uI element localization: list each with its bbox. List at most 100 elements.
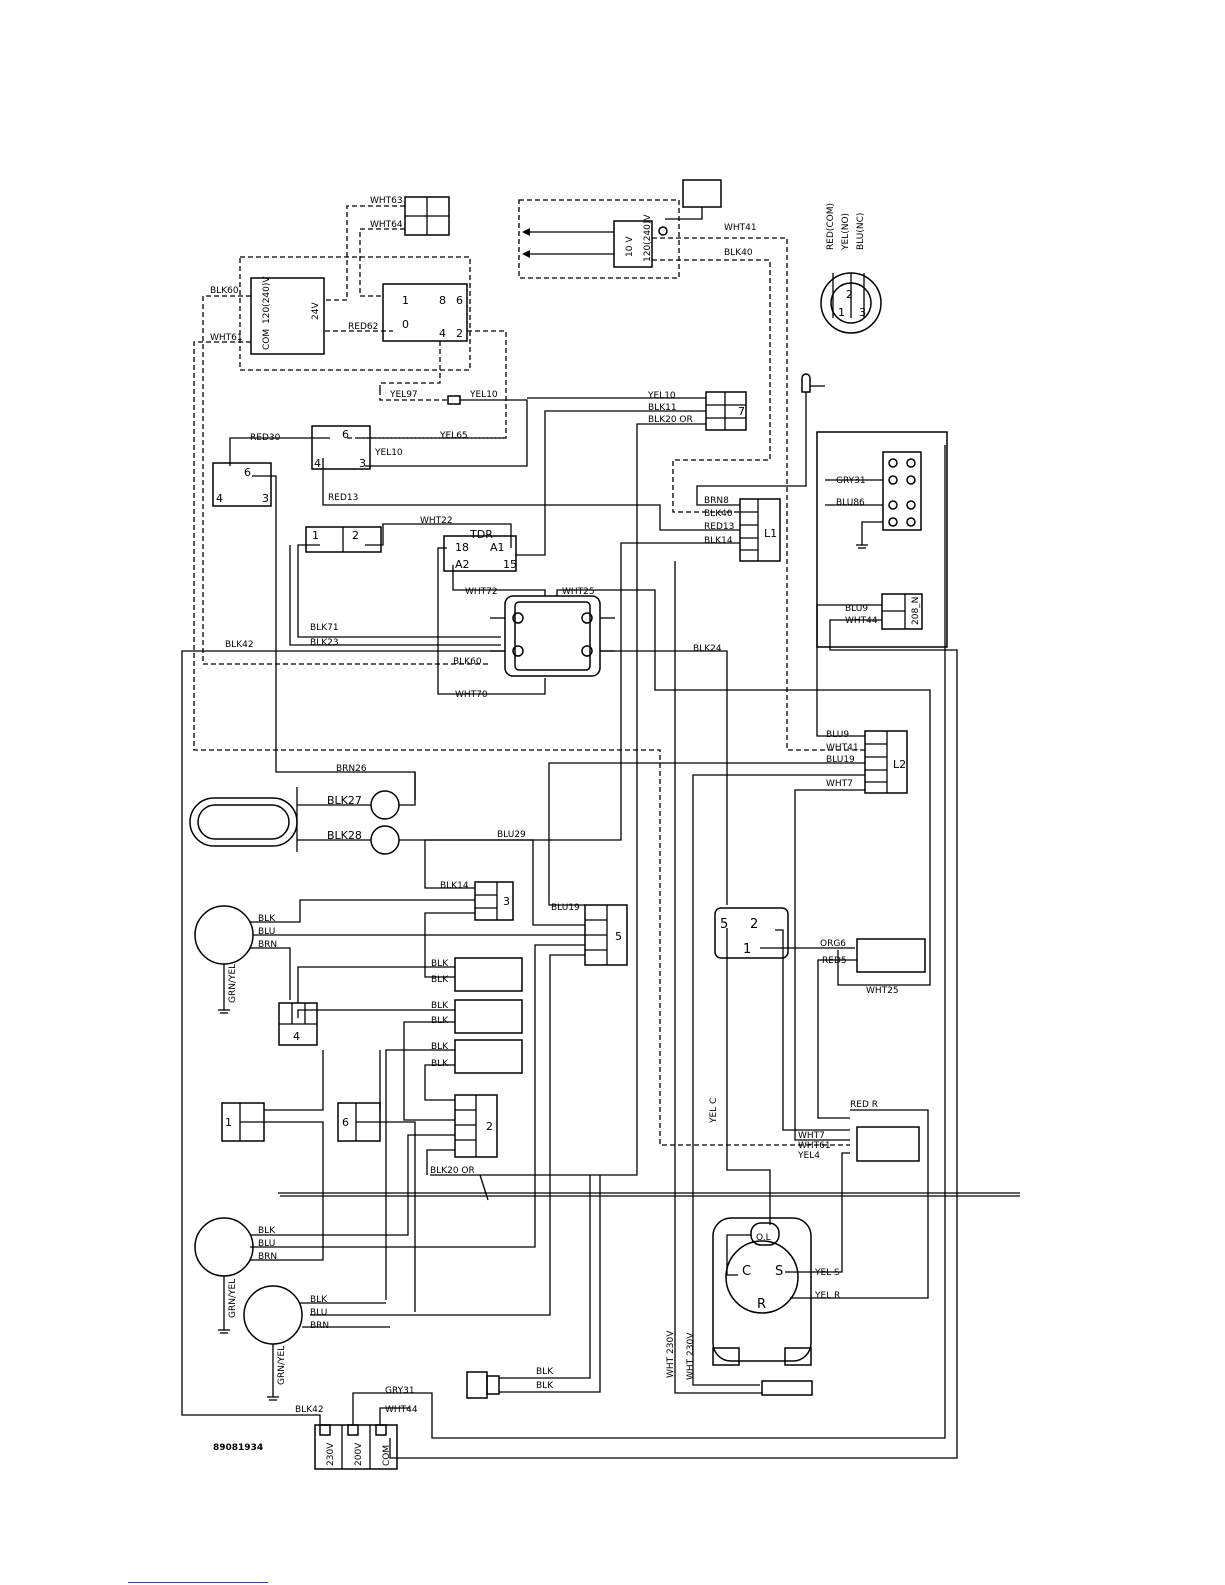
svg-text:3: 3 <box>859 306 866 319</box>
svg-text:1: 1 <box>743 942 751 957</box>
svg-text:BLK: BLK <box>431 959 449 969</box>
svg-text:18: 18 <box>455 541 469 554</box>
svg-text:BLK28: BLK28 <box>327 829 362 842</box>
svg-text:5: 5 <box>615 930 622 943</box>
svg-text:BLK: BLK <box>431 1042 449 1052</box>
svg-text:10 V: 10 V <box>625 236 635 257</box>
svg-text:BLK: BLK <box>431 975 449 985</box>
svg-text:WHT44: WHT44 <box>385 1405 418 1415</box>
svg-text:YEL R: YEL R <box>814 1291 840 1301</box>
svg-text:2: 2 <box>352 529 359 542</box>
svg-text:BLK11: BLK11 <box>648 403 677 413</box>
svg-text:BRN: BRN <box>258 1252 277 1262</box>
svg-text:YEL97: YEL97 <box>389 390 418 400</box>
start-capacitor: RED R WHT7 WHT61 YEL4 <box>785 1100 929 1299</box>
svg-text:BLK24: BLK24 <box>693 644 722 654</box>
svg-text:COM: COM <box>262 329 272 350</box>
svg-text:BLK60: BLK60 <box>453 657 482 667</box>
connector-3: 3 BLK14 <box>440 881 514 921</box>
connector-1: 1 <box>221 1050 324 1261</box>
svg-text:6: 6 <box>456 294 463 307</box>
svg-text:6: 6 <box>342 1116 349 1129</box>
svg-text:L1: L1 <box>764 527 777 540</box>
svg-text:1: 1 <box>402 294 409 307</box>
svg-text:BRN: BRN <box>258 940 277 950</box>
svg-text:BLK60: BLK60 <box>210 286 239 296</box>
svg-text:L2: L2 <box>893 758 906 771</box>
svg-text:BLU86: BLU86 <box>836 498 865 508</box>
svg-text:WHT61: WHT61 <box>798 1141 831 1151</box>
footer-link-underline[interactable] <box>128 1582 268 1583</box>
svg-text:YEL10: YEL10 <box>647 391 676 401</box>
transformer-plug <box>682 179 722 208</box>
svg-text:0: 0 <box>402 318 409 331</box>
transformer: 10 V 120(240)V <box>518 179 722 279</box>
svg-text:ORG6: ORG6 <box>820 939 846 949</box>
svg-text:3: 3 <box>359 457 366 470</box>
svg-text:120(240)V: 120(240)V <box>643 214 653 262</box>
svg-text:24V: 24V <box>311 302 321 320</box>
svg-text:1: 1 <box>225 1116 232 1129</box>
svg-text:BLK42: BLK42 <box>295 1405 324 1415</box>
svg-text:5: 5 <box>720 917 728 932</box>
svg-text:BLK14: BLK14 <box>704 536 733 546</box>
svg-text:2: 2 <box>846 288 853 301</box>
terminal-l2: L2 BLU9 WHT41 BLU19 WHT7 <box>826 730 908 794</box>
terminal-1-2: 1 2 <box>305 526 382 553</box>
connector-2: 2 BLK20 OR <box>250 1094 498 1236</box>
svg-text:WHT 230V: WHT 230V <box>686 1332 696 1380</box>
svg-text:BLK: BLK <box>258 914 276 924</box>
svg-text:1: 1 <box>838 306 845 319</box>
svg-text:WHT 230V: WHT 230V <box>666 1330 676 1378</box>
diagram-id: 89081934 <box>213 1443 263 1453</box>
svg-text:GRN/YEL: GRN/YEL <box>277 1346 287 1385</box>
svg-text:BLU: BLU <box>258 1239 275 1249</box>
svg-text:BLK23: BLK23 <box>310 638 339 648</box>
svg-text:WHT7: WHT7 <box>826 779 853 789</box>
svg-text:YEL C: YEL C <box>709 1098 719 1124</box>
svg-text:BLK: BLK <box>431 1001 449 1011</box>
svg-text:BLK27: BLK27 <box>327 794 362 807</box>
terminal-l1: L1 BRN8 BLK40 RED13 BLK14 <box>704 496 781 562</box>
svg-text:BLU: BLU <box>310 1308 327 1318</box>
svg-text:BLU9: BLU9 <box>845 604 868 614</box>
svg-text:WHT72: WHT72 <box>465 587 498 597</box>
svg-text:BLK: BLK <box>536 1367 554 1377</box>
fan-motor-1: BLK BLU BRN GRN/YEL <box>194 899 585 1014</box>
svg-text:WHT63: WHT63 <box>370 196 403 206</box>
terminal-panel: GRY31 BLU86 208_N BLU9 WHT44 <box>816 431 948 648</box>
connector-6: 6 <box>337 1050 416 1312</box>
svg-text:BLK: BLK <box>431 1059 449 1069</box>
connector-4: 4 <box>278 966 455 1046</box>
svg-text:15: 15 <box>503 558 517 571</box>
svg-text:GRY31: GRY31 <box>836 476 866 486</box>
svg-text:YEL(NO): YEL(NO) <box>841 213 851 251</box>
sensor-bulb <box>696 373 825 506</box>
svg-text:208_N: 208_N <box>911 597 921 625</box>
svg-text:A2: A2 <box>455 558 470 571</box>
svg-text:RED(COM): RED(COM) <box>826 203 836 250</box>
svg-text:RED R: RED R <box>850 1100 878 1110</box>
svg-text:8: 8 <box>439 294 446 307</box>
svg-text:R: R <box>757 1297 766 1312</box>
svg-text:WHT41: WHT41 <box>724 223 757 233</box>
svg-text:YEL S: YEL S <box>814 1268 840 1278</box>
overload-switch: 5 2 1 ORG6 YEL C <box>709 907 855 1225</box>
svg-text:GRN/YEL: GRN/YEL <box>228 964 238 1003</box>
svg-text:BLK20 OR: BLK20 OR <box>648 415 693 425</box>
compressor: O.L C S R YEL S YEL R <box>712 1217 840 1366</box>
svg-text:RED13: RED13 <box>328 493 358 503</box>
svg-text:BLK40: BLK40 <box>724 248 753 258</box>
svg-text:BRN: BRN <box>310 1321 329 1331</box>
svg-text:A1: A1 <box>490 541 505 554</box>
svg-text:120(240)V: 120(240)V <box>262 276 272 324</box>
tdr-relay: TDR 18 A1 A2 15 <box>443 528 517 572</box>
svg-text:BLU(NC): BLU(NC) <box>856 213 866 250</box>
svg-text:WHT61: WHT61 <box>210 333 243 343</box>
svg-text:BLK: BLK <box>431 1016 449 1026</box>
svg-text:GRN/YEL: GRN/YEL <box>228 1279 238 1318</box>
svg-text:3: 3 <box>262 492 269 505</box>
relay-yel65: 6 4 3 YEL65 YEL10 <box>311 425 468 470</box>
capacitor-3: BLK BLK <box>385 1039 523 1300</box>
